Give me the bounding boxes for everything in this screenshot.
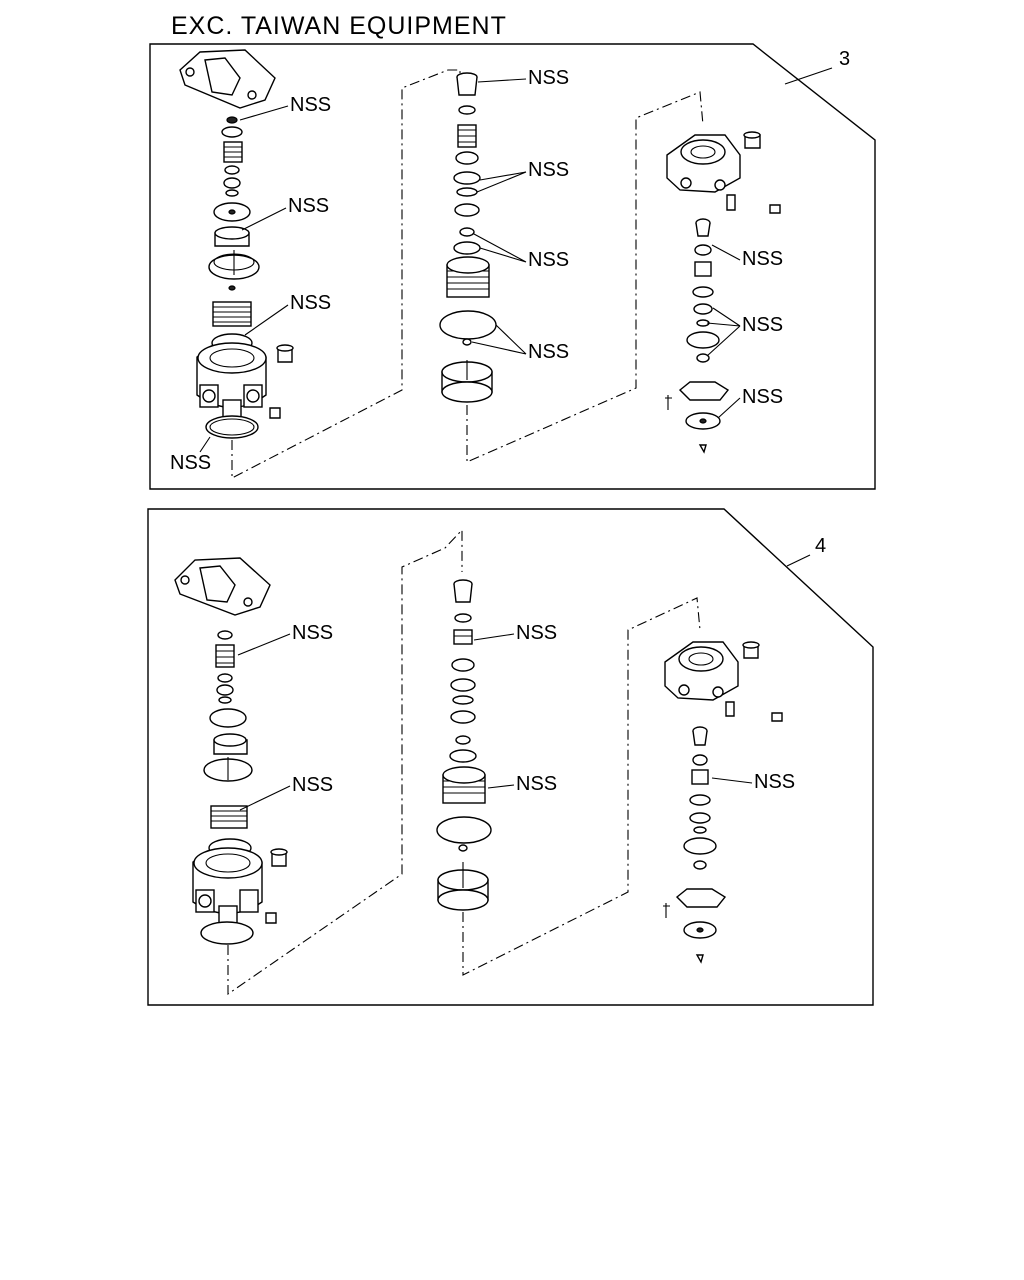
nss-label: NSS: [292, 774, 333, 796]
valve-stack-left: [179, 49, 294, 439]
nss-label: NSS: [516, 622, 557, 644]
nss-label: NSS: [528, 249, 569, 271]
valve-stack-right-4: [663, 641, 783, 964]
nss-label: NSS: [528, 341, 569, 363]
page-title: EXC. TAIWAN EQUIPMENT: [171, 12, 507, 40]
nss-label: NSS: [290, 94, 331, 116]
panel-4: 4: [147, 508, 874, 1006]
panel-3: 3: [149, 43, 876, 490]
valve-stack-middle: [439, 72, 497, 403]
nss-label: NSS: [290, 292, 331, 314]
nss-label: NSS: [742, 248, 783, 270]
valve-stack-left-4: [174, 557, 288, 945]
nss-label: NSS: [528, 67, 569, 89]
nss-label: NSS: [288, 195, 329, 217]
panel-ref-3: 3: [839, 48, 850, 70]
valve-stack-middle-4: [436, 579, 492, 911]
nss-label: NSS: [754, 771, 795, 793]
nss-label: NSS: [742, 314, 783, 336]
nss-label: NSS: [170, 452, 211, 474]
nss-label: NSS: [528, 159, 569, 181]
nss-label: NSS: [742, 386, 783, 408]
panel-ref-4: 4: [815, 535, 826, 557]
nss-label: NSS: [516, 773, 557, 795]
valve-stack-right: [665, 131, 781, 454]
nss-label: NSS: [292, 622, 333, 644]
